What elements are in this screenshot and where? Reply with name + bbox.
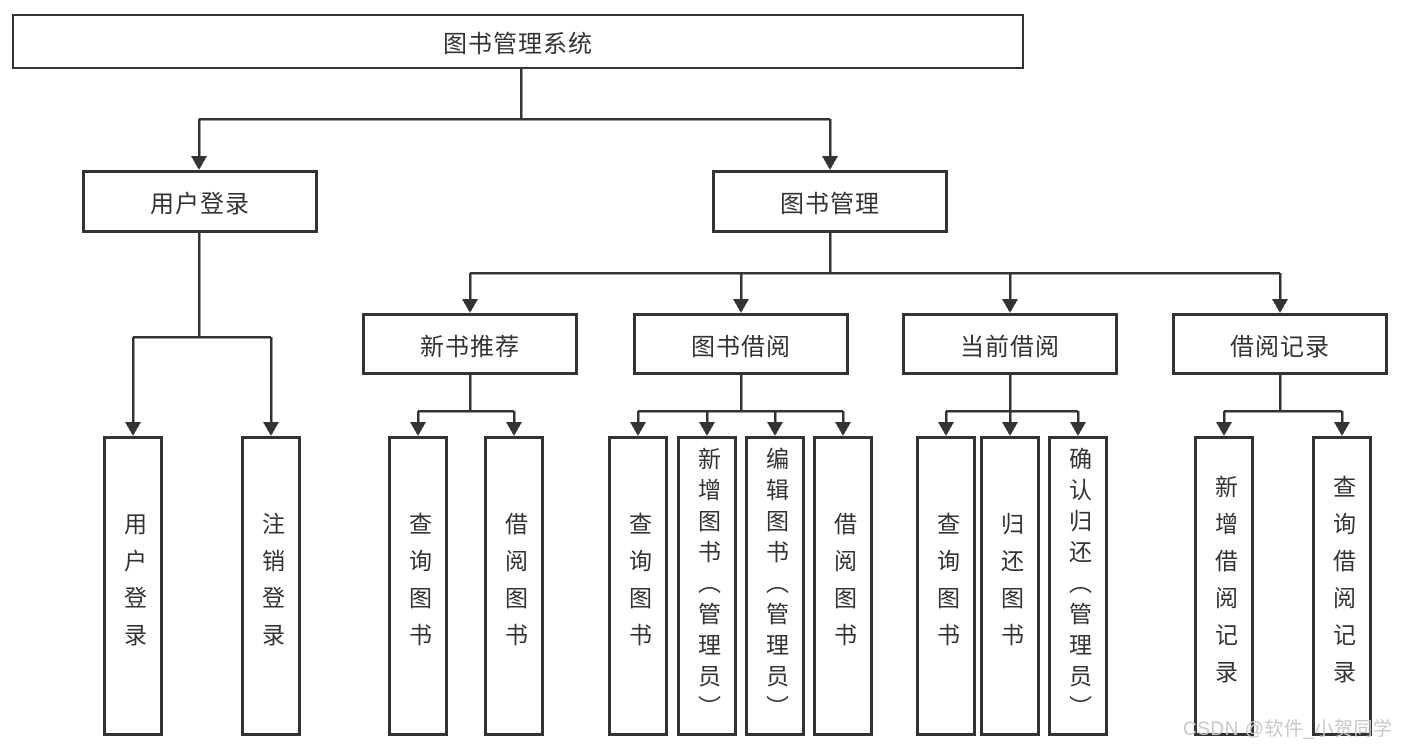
rail-book-borrow (638, 375, 843, 413)
node-book-management: 图书管理 (712, 170, 948, 233)
node-borrowing-records: 借阅记录 (1172, 313, 1388, 375)
node-book-management-label: 图书管理 (780, 191, 880, 218)
leaf-query-books-current: 查询图书 (916, 436, 976, 736)
leaf-borrow-books-recommend-label: 借阅图书 (501, 512, 528, 660)
arrowhead (733, 299, 749, 313)
arrowhead (630, 422, 646, 436)
node-book-borrowing: 图书借阅 (633, 313, 849, 375)
arrowhead (822, 156, 838, 170)
leaf-borrow-books: 借阅图书 (813, 436, 873, 736)
leaf-user-login-label: 用户登录 (120, 512, 147, 660)
leaf-query-borrow-record-label: 查询借阅记录 (1329, 475, 1356, 697)
rail-root (199, 67, 830, 121)
arrowhead (938, 422, 954, 436)
leaf-add-book-admin-label: 新增图书（管理员） (694, 446, 721, 726)
node-book-borrowing-label: 图书借阅 (691, 333, 791, 361)
leaf-borrow-books-label: 借阅图书 (830, 512, 857, 660)
node-user-login: 用户登录 (82, 170, 318, 233)
rail-current-borrow (946, 375, 1078, 413)
leaf-query-books-recommend: 查询图书 (388, 436, 448, 736)
leaf-return-book: 归还图书 (980, 436, 1040, 736)
node-current-borrowing-label: 当前借阅 (960, 333, 1060, 361)
leaf-query-books-borrow-label: 查询图书 (625, 512, 652, 660)
arrowhead (1334, 422, 1350, 436)
arrowhead (1002, 299, 1018, 313)
leaf-query-books-current-label: 查询图书 (933, 512, 960, 660)
rail-borrow-record (1224, 375, 1342, 413)
leaf-add-borrow-record-label: 新增借阅记录 (1211, 475, 1238, 697)
arrowhead (1272, 299, 1288, 313)
node-root-label: 图书管理系统 (443, 31, 593, 58)
arrowhead (263, 422, 279, 436)
leaf-edit-book-admin: 编辑图书（管理员） (745, 436, 805, 736)
node-user-login-label: 用户登录 (150, 191, 250, 218)
rail-book-management (470, 233, 1280, 275)
rail-user-login (133, 233, 271, 339)
arrowhead (1216, 422, 1232, 436)
arrowhead (125, 422, 141, 436)
node-new-book-recommend-label: 新书推荐 (420, 333, 520, 361)
leaf-query-books-recommend-label: 查询图书 (405, 512, 432, 660)
arrowhead (1002, 422, 1018, 436)
arrowhead (835, 422, 851, 436)
leaf-logout-label: 注销登录 (258, 512, 285, 660)
arrowhead (506, 422, 522, 436)
arrowhead (410, 422, 426, 436)
rail-new-book (418, 375, 514, 413)
leaf-confirm-return-admin-label: 确认归还（管理员） (1065, 446, 1092, 726)
leaf-add-book-admin: 新增图书（管理员） (677, 436, 737, 736)
arrowhead (462, 299, 478, 313)
node-borrowing-records-label: 借阅记录 (1230, 333, 1330, 361)
arrowhead (1070, 422, 1086, 436)
arrowhead (699, 422, 715, 436)
node-root: 图书管理系统 (12, 14, 1024, 69)
leaf-borrow-books-recommend: 借阅图书 (484, 436, 544, 736)
leaf-return-book-label: 归还图书 (997, 512, 1024, 660)
leaf-logout: 注销登录 (241, 436, 301, 736)
leaf-user-login: 用户登录 (103, 436, 163, 736)
node-new-book-recommend: 新书推荐 (362, 313, 578, 375)
arrowhead (767, 422, 783, 436)
leaf-confirm-return-admin: 确认归还（管理员） (1048, 436, 1108, 736)
leaf-edit-book-admin-label: 编辑图书（管理员） (762, 446, 789, 726)
node-current-borrowing: 当前借阅 (902, 313, 1118, 375)
leaf-query-books-borrow: 查询图书 (608, 436, 668, 736)
leaf-add-borrow-record: 新增借阅记录 (1194, 436, 1254, 736)
arrowhead (191, 156, 207, 170)
leaf-query-borrow-record: 查询借阅记录 (1312, 436, 1372, 736)
csdn-watermark: CSDN @软件_小贺同学 (1183, 719, 1393, 740)
